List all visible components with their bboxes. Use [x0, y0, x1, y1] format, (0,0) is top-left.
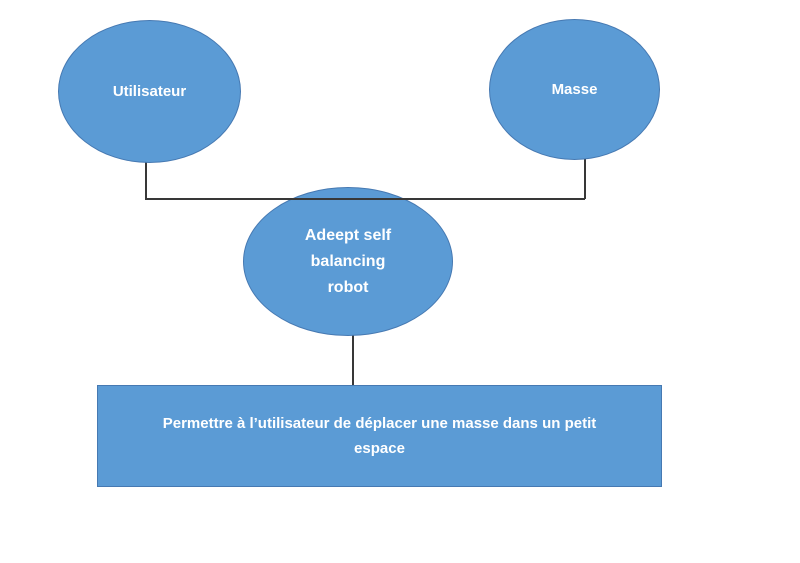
node-utilisateur: Utilisateur: [58, 20, 241, 163]
node-masse: Masse: [489, 19, 660, 160]
node-objective-label: Permettre à l’utilisateur de déplacer un…: [162, 415, 597, 457]
node-utilisateur-label: Utilisateur: [112, 83, 187, 100]
connector-masse-drop: [584, 158, 586, 199]
connector-horizontal-bar: [145, 198, 585, 200]
node-robot-label: Adeept self balancing robot: [304, 226, 392, 296]
connector-utilisateur-drop: [145, 161, 147, 199]
node-masse-label: Masse: [551, 81, 598, 98]
node-objective: Permettre à l’utilisateur de déplacer un…: [97, 385, 662, 487]
connector-robot-to-objective: [352, 335, 354, 386]
node-robot: Adeept self balancing robot: [243, 187, 453, 336]
